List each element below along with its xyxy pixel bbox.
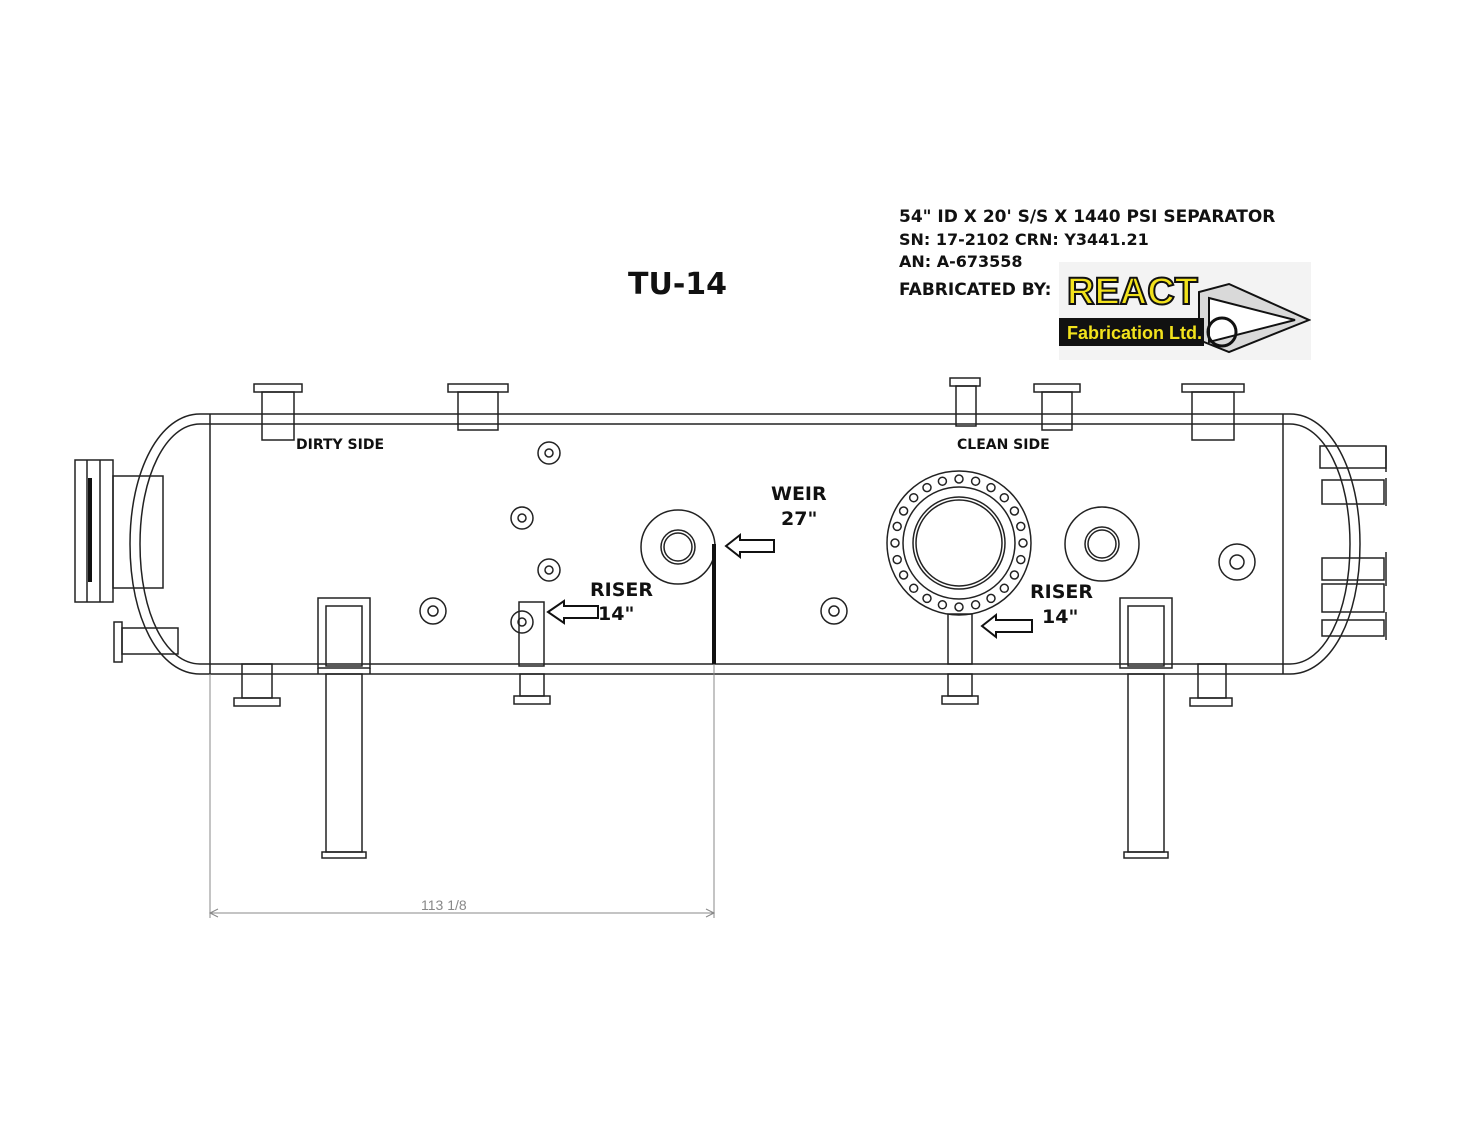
handhole-3	[537, 558, 561, 582]
vessel-shell	[129, 413, 1361, 675]
top-nozzle-4	[1033, 383, 1081, 431]
bolt-hole	[922, 482, 932, 493]
bolt-hole	[892, 521, 902, 532]
bolt-hole	[908, 492, 919, 503]
side-nozzle-right	[1064, 506, 1140, 582]
spec-line-description: 54" ID X 20' S/S X 1440 PSI SEPARATOR	[899, 207, 1276, 227]
left-manway	[74, 459, 164, 603]
bolt-hole	[898, 570, 909, 580]
bolt-hole	[1016, 554, 1026, 565]
riser-right-size-label: 14"	[1042, 606, 1078, 628]
saddle-left	[317, 597, 371, 859]
left-lower-nozzle	[113, 621, 179, 663]
bolt-hole	[1009, 506, 1020, 516]
bolt-hole	[986, 482, 996, 493]
main-manway-flange	[886, 470, 1032, 616]
bolt-hole	[898, 506, 909, 516]
riser-right	[947, 613, 973, 665]
side-nozzle-left	[640, 509, 716, 585]
riser-left-arrow-icon	[546, 599, 599, 625]
top-nozzle-5	[1181, 383, 1245, 441]
bottom-nozzle-3	[941, 673, 979, 705]
bottom-nozzle-2	[513, 673, 551, 705]
bolt-hole	[970, 600, 981, 610]
riser-right-arrow-icon	[980, 612, 1033, 640]
riser-left-label: RISER	[590, 579, 653, 601]
dirty-side-label: DIRTY SIDE	[296, 437, 384, 453]
spec-line-fabricated-by: FABRICATED BY:	[899, 280, 1052, 300]
bolt-hole	[1018, 538, 1028, 548]
clean-side-label: CLEAN SIDE	[957, 437, 1050, 453]
bolt-hole	[937, 600, 948, 610]
bottom-nozzle-4	[1189, 663, 1233, 707]
dimension-value: 113 1/8	[421, 897, 467, 913]
top-nozzle-3	[949, 377, 981, 427]
handhole-2	[510, 506, 534, 530]
vessel-shell-inner	[139, 423, 1351, 665]
logo-main-text: REACT	[1067, 271, 1198, 313]
bolt-hole	[999, 492, 1010, 503]
manway-bolt-circle	[890, 474, 1028, 612]
handhole-7	[1218, 543, 1256, 581]
bolt-hole	[908, 583, 919, 594]
riser-left-size-label: 14"	[598, 603, 634, 625]
bolt-hole	[999, 583, 1010, 594]
riser-right-label: RISER	[1030, 581, 1093, 603]
spec-line-an: AN: A-673558	[899, 252, 1023, 271]
drawing-title: TU-14	[628, 267, 728, 302]
saddle-right	[1119, 597, 1173, 859]
react-fabrication-logo: REACT Fabrication Ltd.	[1059, 262, 1312, 360]
handhole-5	[510, 610, 534, 634]
bolt-hole	[937, 476, 948, 486]
spec-line-serial: SN: 17-2102 CRN: Y3441.21	[899, 230, 1149, 249]
riser-left	[518, 601, 545, 667]
handhole-6	[820, 597, 848, 625]
bolt-hole	[1016, 521, 1026, 532]
dimension-line	[208, 664, 716, 918]
weir-label: WEIR	[771, 483, 827, 505]
bottom-nozzle-1	[233, 663, 281, 707]
weir-arrow-icon	[724, 532, 775, 560]
top-nozzle-1	[253, 383, 303, 441]
bolt-hole	[922, 593, 932, 604]
bolt-hole	[986, 593, 996, 604]
logo-sub-text: Fabrication Ltd.	[1067, 323, 1202, 343]
bolt-hole	[954, 474, 964, 484]
top-nozzle-2	[447, 383, 509, 431]
bolt-hole	[890, 538, 900, 548]
right-head-nozzles	[1319, 445, 1387, 640]
weir-size-label: 27"	[781, 508, 817, 530]
bolt-hole	[1009, 570, 1020, 580]
handhole-4	[419, 597, 447, 625]
bolt-hole	[892, 554, 902, 565]
bolt-hole	[970, 476, 981, 486]
handhole-1	[537, 441, 561, 465]
bolt-hole	[954, 602, 964, 612]
